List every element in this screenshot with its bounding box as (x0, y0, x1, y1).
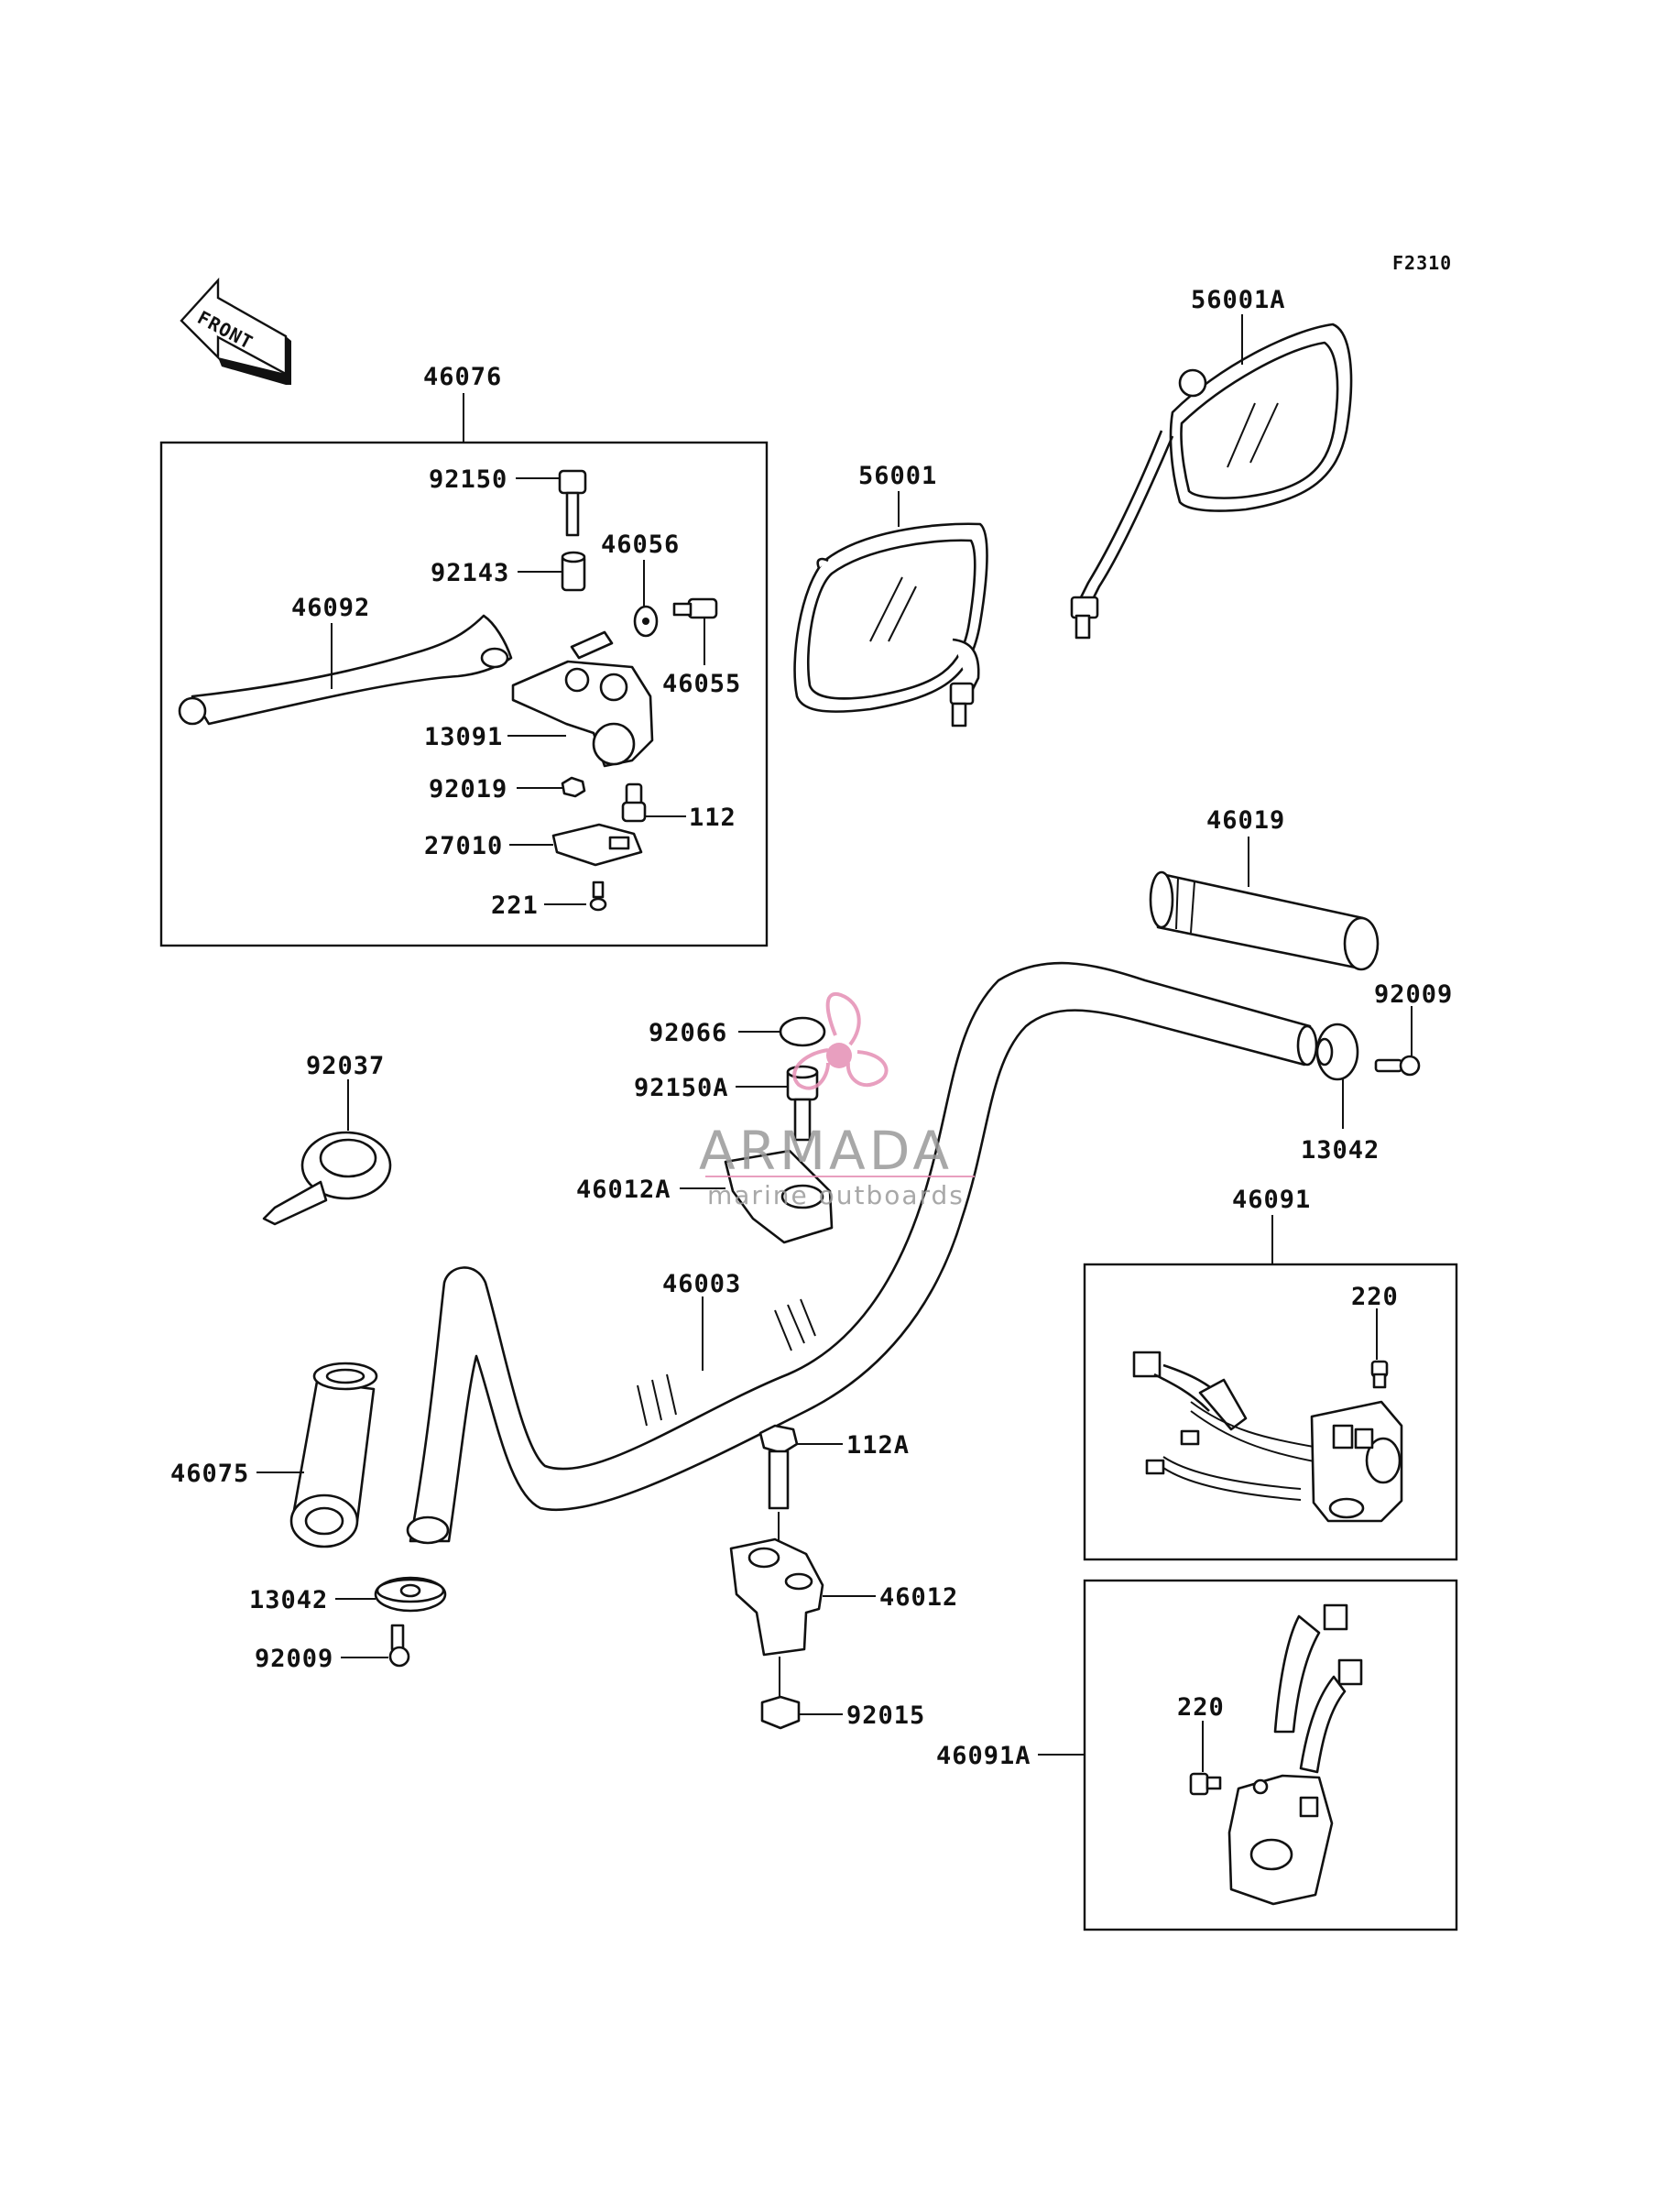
switch-27010 (551, 823, 643, 867)
mirror-56001 (793, 522, 988, 728)
weight-13042-right (1315, 1023, 1359, 1081)
label-112: 112 (689, 804, 736, 832)
label-112A: 112A (846, 1431, 910, 1460)
label-92150: 92150 (429, 465, 507, 494)
grip-46075 (289, 1362, 378, 1548)
screw-92009-right (1374, 1055, 1421, 1077)
label-46076: 46076 (423, 363, 502, 391)
collar-92143 (561, 551, 586, 592)
screw-221 (589, 881, 607, 912)
label-92009-left: 92009 (255, 1645, 333, 1673)
nut-92019 (561, 776, 586, 798)
holder-46012 (729, 1537, 824, 1657)
screw-220-upper (1370, 1360, 1389, 1389)
adjuster-46055 (672, 597, 718, 619)
nut-92015 (760, 1695, 801, 1730)
label-92037: 92037 (306, 1052, 385, 1080)
label-13091: 13091 (424, 723, 503, 751)
label-56001: 56001 (858, 462, 937, 490)
clamp-92037 (262, 1131, 392, 1226)
label-46003: 46003 (662, 1270, 741, 1298)
switch-housing-46091A (1227, 1603, 1363, 1906)
label-221: 221 (491, 892, 539, 920)
screw-112 (621, 782, 647, 823)
label-92150A: 92150A (634, 1074, 729, 1102)
bolt-92150 (558, 469, 587, 537)
handlebar-46003 (406, 961, 1318, 1545)
label-13042-left: 13042 (249, 1586, 328, 1614)
holder-13091 (511, 630, 654, 768)
screw-220-lower (1189, 1772, 1222, 1796)
cap-92066 (779, 1016, 826, 1047)
label-56001A: 56001A (1191, 286, 1286, 314)
label-46055: 46055 (662, 670, 741, 698)
bolt-112A (758, 1424, 799, 1510)
weight-13042-left (374, 1576, 447, 1613)
label-92019: 92019 (429, 775, 507, 804)
screw-92009-left (388, 1624, 410, 1668)
label-27010: 27010 (424, 832, 503, 860)
throttle-grip-46019 (1149, 870, 1380, 971)
label-220-upper: 220 (1351, 1283, 1399, 1311)
switch-housing-46091 (1132, 1351, 1403, 1523)
armada-watermark: ARMADA marine outboards (699, 991, 975, 1210)
label-46091: 46091 (1232, 1186, 1311, 1214)
label-92015: 92015 (846, 1701, 925, 1730)
label-92143: 92143 (431, 559, 509, 587)
label-46019: 46019 (1206, 806, 1285, 835)
lever-46092 (178, 614, 513, 726)
box-46091 (1083, 1263, 1458, 1561)
label-220-lower: 220 (1177, 1693, 1225, 1722)
armada-logo-icon (792, 991, 889, 1090)
holder-46012A (724, 1149, 834, 1244)
label-92066: 92066 (649, 1019, 727, 1047)
label-46092: 46092 (291, 594, 370, 622)
label-46075: 46075 (170, 1460, 249, 1488)
watermark-brand: ARMADA (699, 1120, 953, 1182)
label-46091A: 46091A (936, 1742, 1031, 1770)
mirror-56001A (1070, 323, 1353, 640)
watermark-tagline: marine outboards (707, 1180, 965, 1210)
washer-46056 (633, 605, 659, 638)
label-46056: 46056 (601, 531, 680, 559)
figure-code: F2310 (1392, 252, 1452, 274)
label-13042-right: 13042 (1301, 1136, 1380, 1165)
label-92009-right: 92009 (1374, 980, 1453, 1009)
front-arrow-icon: FRONT (180, 277, 291, 385)
label-46012: 46012 (879, 1583, 958, 1612)
label-46012A: 46012A (576, 1176, 671, 1204)
